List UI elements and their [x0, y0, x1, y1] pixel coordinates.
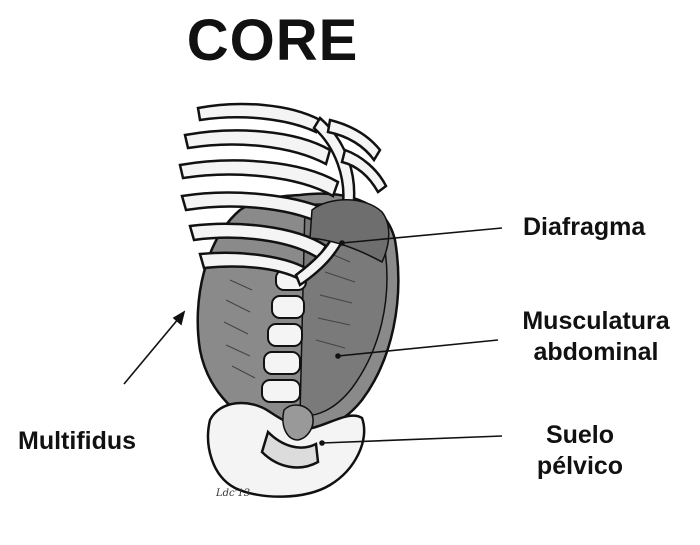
label-musculatura-line2: abdominal	[533, 338, 659, 366]
pelvis	[206, 401, 366, 498]
label-musculatura-line1: Musculatura	[522, 307, 670, 335]
label-suelo-line2: pélvico	[536, 452, 624, 480]
label-diafragma: Diafragma	[523, 213, 646, 241]
pointer-lines	[123, 227, 503, 446]
label-multifidus: Multifidus	[18, 427, 137, 455]
page-title: CORE	[186, 8, 359, 73]
label-suelo-line1: Suelo	[545, 421, 615, 449]
label-suelo-pelvico: Suelo pélvico	[520, 420, 640, 482]
artist-signature: Ldc'13	[216, 488, 251, 499]
label-musculatura-abdominal: Musculatura abdominal	[500, 306, 692, 368]
pelvic-floor	[282, 404, 314, 441]
